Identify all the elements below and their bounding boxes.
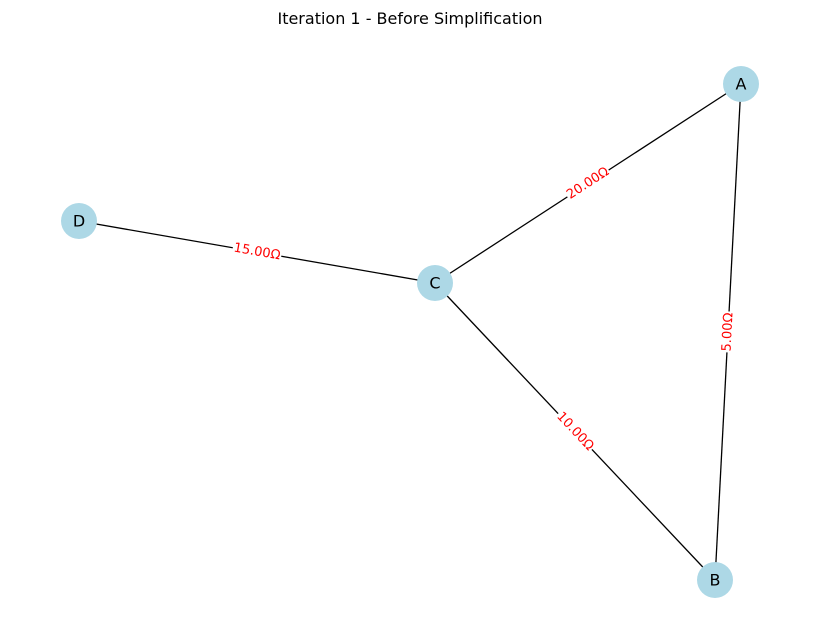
edge-label-background — [552, 408, 598, 455]
edge-label-group: 5.00Ω — [719, 311, 737, 353]
node-label: D — [73, 212, 85, 231]
edge-label-group: 15.00Ω — [231, 240, 283, 264]
edges-layer — [78, 83, 742, 581]
node-label: A — [736, 75, 747, 94]
edge-labels-layer: 15.00Ω 20.00Ω 10.00Ω 5.00Ω — [231, 163, 737, 455]
node-d: D — [61, 203, 97, 239]
node-circle — [417, 265, 453, 301]
edge-label-group: 10.00Ω — [552, 408, 598, 455]
node-circle — [61, 203, 97, 239]
edge-label: 15.00Ω — [232, 241, 281, 264]
edge-label: 20.00Ω — [564, 164, 612, 202]
node-c: C — [417, 265, 453, 301]
edge-label-group: 20.00Ω — [563, 163, 613, 204]
node-circle — [697, 562, 733, 598]
nodes-layer: A B C D — [61, 66, 759, 598]
node-label: B — [710, 571, 721, 590]
edge-label: 5.00Ω — [719, 312, 736, 352]
node-label: C — [429, 274, 440, 293]
edge-label-background — [719, 311, 737, 353]
node-b: B — [697, 562, 733, 598]
node-a: A — [723, 66, 759, 102]
node-circle — [723, 66, 759, 102]
edge-label-background — [563, 163, 613, 204]
figure-title: Iteration 1 - Before Simplification — [277, 9, 542, 28]
edge-label-background — [231, 240, 283, 264]
edge-label: 10.00Ω — [553, 409, 596, 454]
